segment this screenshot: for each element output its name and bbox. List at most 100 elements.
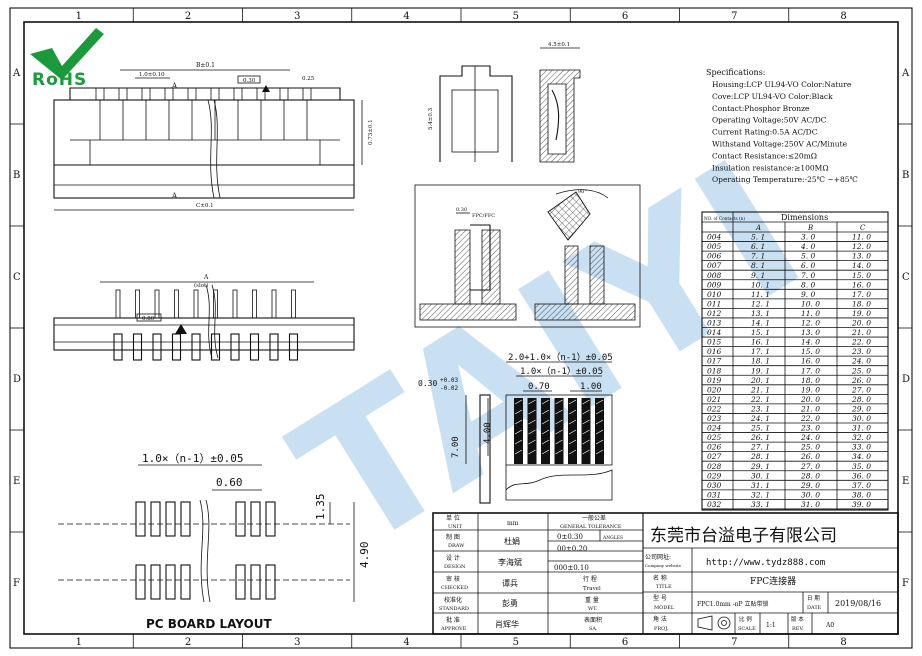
table-cell: 34. 0 [852,452,871,461]
frame-col-label: 6 [622,637,628,648]
frame-col-label: 5 [513,11,519,22]
frame-col-label: 4 [403,637,409,648]
table-col-c: C [860,224,866,232]
tb-scale-cn: 比 例 [739,615,752,623]
tb-proj-en: PROJ. [654,626,669,632]
table-cell: 7. 0 [801,271,816,280]
table-cell: 025 [707,433,722,442]
table-col-a: A [755,224,761,232]
table-cell: 6. 0 [801,261,816,270]
table-cell: 11. 0 [852,233,871,242]
table-cell: 26. 1 [750,433,770,442]
table-cell: 28. 0 [851,395,871,404]
frame-col-label: 2 [185,11,191,22]
tb-approve-cn: 批 准 [446,616,460,624]
table-cell: 33. 1 [751,500,770,509]
tb-rev-en: REV. [792,626,804,632]
table-cell: 4. 0 [800,242,816,251]
bottom-dim-080: 0.80 [142,316,155,322]
tb-date-en: DATE [807,605,822,611]
table-cell: 14. 0 [852,261,871,270]
frame-row-label: B [902,170,909,181]
checkmark-icon [30,28,104,80]
tb-website-en: Company website [645,563,682,568]
table-cell: 16. 0 [852,280,871,289]
table-cell: 019 [707,376,722,385]
table-cell: 13. 0 [852,252,871,261]
table-cell: 8. 1 [751,261,765,270]
frame-col-label: 3 [294,11,300,22]
table-cell: 27. 1 [750,443,770,452]
table-cell: 030 [707,481,722,490]
tb-model-en: MODEL [654,605,675,611]
pcb-dim-060: 0.60 [216,476,243,489]
table-cell: 36. 0 [852,471,871,480]
table-cell: 3. 0 [801,233,816,242]
table-cell: 11. 1 [751,290,770,299]
table-cell: 19. 1 [751,366,770,375]
table-cell: 024 [707,424,722,433]
table-cell: 018 [707,366,722,375]
frame-col-label: 7 [731,637,737,648]
tb-rev-cn: 版 本 [791,615,804,623]
table-cell: 011 [707,299,721,308]
table-header-no: NO. of Contacts (n) [704,216,745,221]
tb-scale-val: 1:1 [766,622,776,629]
spec-line: Contact Resistance:≤20mΩ [712,151,817,160]
table-cell: 16. 1 [751,338,770,347]
frame-row-label: B [13,170,20,181]
fpc-thickness: 0.30 [418,379,437,388]
table-cell: 25. 0 [851,366,871,375]
table-cell: 5. 1 [751,233,765,242]
projection-symbol-icon [697,615,731,631]
side-view: 5.4±0.3 4.5±0.1 [428,42,581,163]
table-cell: 38. 0 [852,490,871,499]
table-cell: 026 [707,443,722,452]
table-cell: 30. 1 [751,471,770,480]
tb-website: http://www.tydz888.com [706,558,825,568]
table-header-dims: Dimensions [781,213,828,222]
tb-tol3: 000±0.10 [554,564,589,572]
frame-col-label: 7 [731,11,737,22]
table-cell: 31. 0 [801,500,820,509]
table-cell: 21. 1 [750,385,770,394]
table-cell: 29. 0 [851,404,871,413]
tb-approve-en: APPROVE [440,626,467,632]
table-cell: 012 [707,309,722,318]
table-cell: 16. 0 [801,357,820,366]
title-block: 单 位 UNIT mm 一般公差 GENERAL TOLERANCE ANGLE… [432,512,899,635]
table-cell: 29. 1 [750,462,770,471]
side-dim-height: 5.4±0.3 [428,107,434,130]
spec-line: Insulation resistance:≥100MΩ [712,163,829,172]
table-cell: 007 [707,261,722,270]
spec-title: Specifications: [706,68,766,77]
section-angle: 90° [578,189,587,195]
tb-checked-cn: 审 核 [446,575,460,583]
spec-line: Contact:Phosphor Bronze [712,104,810,113]
table-cell: 25. 0 [800,443,820,452]
table-cell: 9. 0 [801,290,816,299]
bottom-dim-a: A [203,274,209,281]
rohs-text: RoHS [32,70,87,90]
table-cell: 25. 1 [750,424,770,433]
table-cell: 31. 0 [852,424,871,433]
frame-col-label: 6 [622,11,628,22]
table-cell: 23. 0 [851,347,871,356]
table-cell: 15. 0 [801,347,820,356]
table-cell: 30. 0 [801,490,820,499]
frame-col-label: 4 [403,11,409,22]
pcb-dim-135: 1.35 [314,494,327,521]
table-cell: 031 [707,490,721,499]
tb-travel-en: Travel [583,586,601,592]
table-cell: 20. 0 [851,319,871,328]
table-cell: 8. 0 [801,280,816,289]
tb-angles: ANGLES [602,535,623,541]
spec-line: Withstand Voltage:250V AC/Minute [712,140,848,149]
tb-standard-cn: 校准化 [444,596,462,604]
tb-website-cn: 公司网址: [645,553,671,561]
frame-col-label: 1 [76,11,82,22]
table-cell: 016 [707,347,722,356]
tb-draw-name: 杜娟 [504,536,520,546]
tb-unit-val: mm [507,520,519,527]
tb-model-val: FPC1.0mm -nP 立贴带锁 [697,600,768,608]
